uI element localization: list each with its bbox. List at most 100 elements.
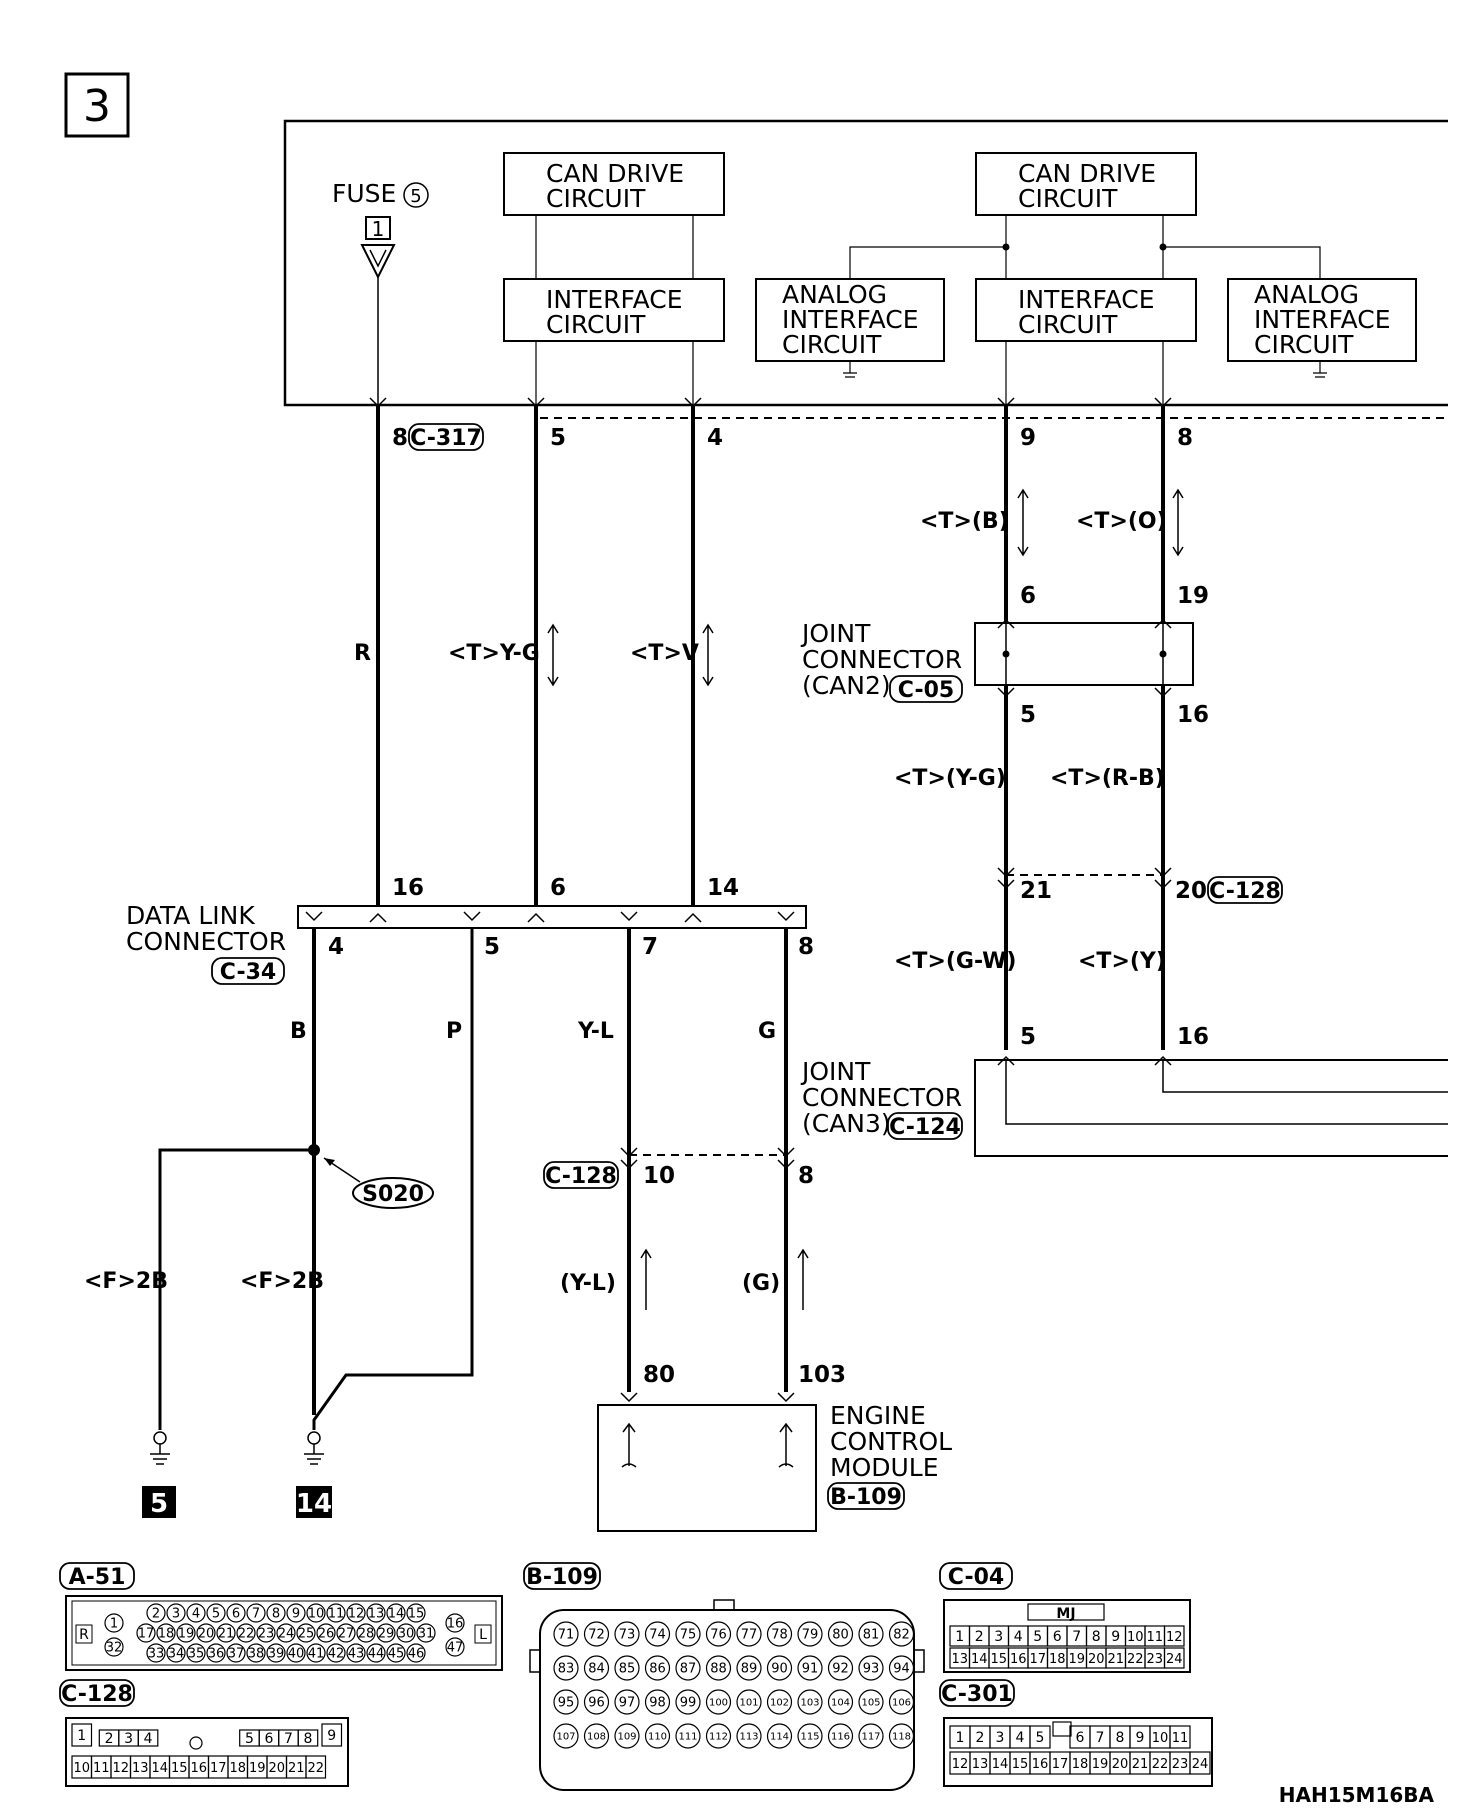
connector-pin-number: 30 bbox=[398, 1627, 415, 1642]
connector-c128-upper-label: C-128 bbox=[1209, 879, 1281, 904]
connector-pin-number: 22 bbox=[1152, 1757, 1169, 1772]
ecm-line3: MODULE bbox=[830, 1453, 939, 1482]
joint-can3-line3: (CAN3) bbox=[802, 1109, 891, 1138]
wire-code-g: G bbox=[758, 1019, 776, 1044]
connector-pin bbox=[276, 1623, 296, 1643]
connector-pin bbox=[306, 1643, 326, 1663]
connector-pin bbox=[736, 1689, 762, 1715]
connector-pin bbox=[166, 1643, 186, 1663]
connector-pin-number: 17 bbox=[210, 1761, 227, 1776]
connector-pin bbox=[146, 1643, 166, 1663]
ground-ref-14: 14 bbox=[296, 1489, 332, 1519]
can-drive-right-line2: CIRCUIT bbox=[1018, 184, 1118, 213]
connector-pin bbox=[1169, 1725, 1191, 1749]
connector-pin-number: 21 bbox=[1132, 1757, 1149, 1772]
connector-pin-number: 28 bbox=[358, 1627, 375, 1642]
connector-pin bbox=[386, 1603, 406, 1623]
dlc-pin-7: 7 bbox=[642, 934, 658, 960]
connector-pin-number: 46 bbox=[408, 1647, 425, 1662]
connector-pin-number: 2 bbox=[152, 1607, 160, 1622]
connector-pin-number: 95 bbox=[558, 1696, 575, 1711]
fuse-label: FUSE bbox=[332, 179, 396, 208]
connector-pin-number: 24 bbox=[278, 1627, 295, 1642]
connector-view-a51-label: A-51 bbox=[69, 1565, 126, 1590]
connector-pin-number: 113 bbox=[739, 1732, 758, 1743]
connector-pin bbox=[366, 1603, 386, 1623]
connector-pin-number: 5 bbox=[1033, 1629, 1042, 1645]
connector-pin-number: 10 bbox=[1152, 1731, 1169, 1746]
connector-pin bbox=[614, 1689, 640, 1715]
connector-pin bbox=[766, 1723, 793, 1749]
connector-b109-label: B-109 bbox=[830, 1485, 902, 1510]
fuse-terminal-number: 1 bbox=[372, 217, 385, 241]
connector-pin-number: 99 bbox=[680, 1696, 697, 1711]
connector-pin bbox=[321, 1723, 343, 1747]
wire-code-y-l-lower: (Y-L) bbox=[560, 1271, 616, 1296]
ecm-line1: ENGINE bbox=[830, 1401, 926, 1430]
connector-pin-number: 82 bbox=[893, 1628, 910, 1643]
connector-pin bbox=[858, 1689, 884, 1715]
connector-pin bbox=[226, 1643, 246, 1663]
dlc-pin-5: 5 bbox=[484, 934, 500, 960]
wire-code-b: B bbox=[290, 1019, 307, 1044]
pin-j2-19: 19 bbox=[1177, 583, 1209, 609]
connector-pin-number: 116 bbox=[831, 1732, 850, 1743]
connector-pin-number: 36 bbox=[208, 1647, 225, 1662]
connector-pin bbox=[186, 1643, 206, 1663]
interface-circuit-right bbox=[975, 278, 1197, 342]
splice-s020-label: S020 bbox=[362, 1182, 424, 1207]
bidirectional-arrow-icon bbox=[547, 623, 559, 687]
connector-pin-number: 7 bbox=[1072, 1629, 1081, 1645]
connector-view-c04 bbox=[943, 1599, 1191, 1673]
connector-pin bbox=[346, 1603, 366, 1623]
connector-pin-number: 11 bbox=[1146, 1630, 1163, 1645]
connector-pin bbox=[766, 1655, 793, 1681]
connector-pin bbox=[644, 1723, 671, 1749]
connector-pin-number: 8 bbox=[272, 1607, 280, 1622]
connector-pin-number: 38 bbox=[248, 1647, 265, 1662]
connector-pin-number: 47 bbox=[447, 1641, 464, 1656]
connector-pin-number: 105 bbox=[861, 1698, 880, 1709]
connector-pin bbox=[104, 1613, 124, 1633]
joint-can2-line3: (CAN2) bbox=[802, 671, 891, 700]
connector-pin bbox=[1189, 1751, 1211, 1775]
connector-pin bbox=[827, 1621, 854, 1647]
connector-pin bbox=[366, 1643, 386, 1663]
connector-pin-number: 23 bbox=[258, 1627, 275, 1642]
connector-pin bbox=[797, 1621, 823, 1647]
connector-pin-number: 10 bbox=[308, 1607, 325, 1622]
fuse-pin: 8 bbox=[392, 425, 408, 451]
connector-pin-number: 7 bbox=[252, 1607, 260, 1622]
connector-pin-number: 9 bbox=[327, 1728, 336, 1744]
connector-pin bbox=[705, 1723, 732, 1749]
connector-pin bbox=[137, 1729, 159, 1747]
connector-pin bbox=[286, 1603, 306, 1623]
connector-pin-number: 12 bbox=[1166, 1630, 1183, 1645]
connector-pin-number: 87 bbox=[680, 1662, 697, 1677]
pin-8-c128: 8 bbox=[798, 1163, 814, 1189]
connector-pin-number: 8 bbox=[303, 1731, 312, 1747]
wire-code-t-y-g-can: <T>(Y-G) bbox=[894, 766, 1006, 791]
connector-c05-label: C-05 bbox=[898, 678, 954, 703]
connector-pin bbox=[186, 1603, 206, 1623]
connector-pin bbox=[305, 1755, 327, 1779]
connector-pin bbox=[644, 1621, 671, 1647]
page-number: 3 bbox=[83, 81, 111, 132]
connector-c34-label: C-34 bbox=[220, 960, 276, 985]
ground-ref-5: 5 bbox=[150, 1489, 168, 1519]
connector-pin-number: 18 bbox=[158, 1627, 175, 1642]
connector-pin-number: 4 bbox=[1016, 1730, 1025, 1746]
connector-pin bbox=[553, 1621, 579, 1647]
up-arrow-icon bbox=[640, 1248, 652, 1310]
interface-circuit-left bbox=[503, 278, 725, 342]
connector-pin bbox=[316, 1623, 336, 1643]
connector-pin-number: 100 bbox=[709, 1698, 728, 1709]
connector-pin bbox=[858, 1723, 884, 1749]
connector-pin-number: 13 bbox=[368, 1607, 385, 1622]
connector-pin-number: 19 bbox=[178, 1627, 195, 1642]
ground-ref-14-box bbox=[296, 1486, 332, 1518]
connector-pin-number: 80 bbox=[832, 1628, 849, 1643]
connector-pin-number: 44 bbox=[368, 1647, 385, 1662]
